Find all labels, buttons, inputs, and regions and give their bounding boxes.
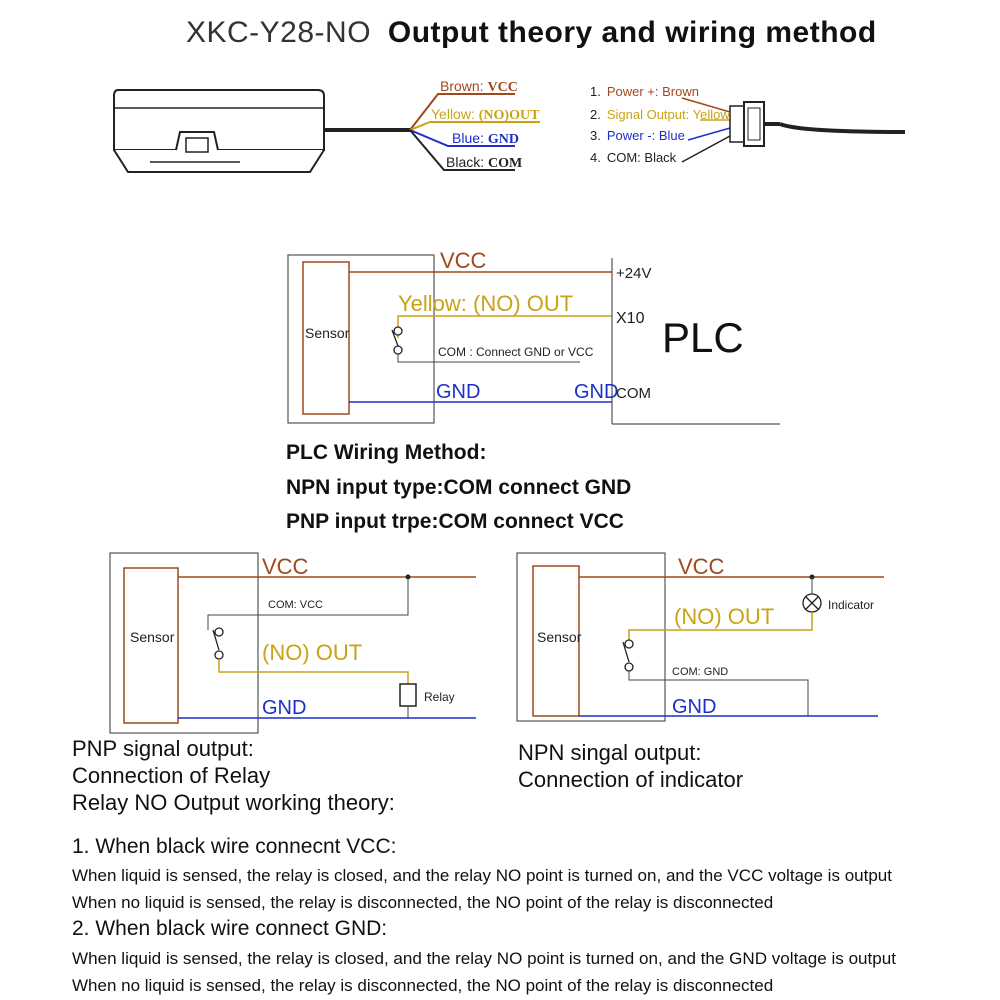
pnp-caption: PNP signal output: Connection of Relay R… — [72, 736, 395, 815]
pin-3: 3.Power -: Blue — [590, 128, 685, 143]
page-title: XKC-Y28-NO Output theory and wiring meth… — [186, 16, 877, 49]
cable-labels: Brown: VCC Yellow: (NO)OUT Blue: GND Bla… — [431, 78, 540, 171]
theory-section: 1. When black wire connecnt VCC: When li… — [72, 835, 896, 995]
pin-2: 2.Signal Output: Yellow — [590, 107, 730, 122]
pin-1: 1.Power +: Brown — [590, 84, 699, 99]
connector-pin-list: 1.Power +: Brown 2.Signal Output: Yellow… — [590, 84, 730, 165]
plc-note-2: NPN input type:COM connect GND — [286, 476, 631, 499]
cable-label-black: Black: COM — [446, 154, 522, 171]
theory-line-1a: When liquid is sensed, the relay is clos… — [72, 866, 892, 885]
relay-label: Relay — [424, 690, 455, 704]
npn-caption: NPN singal output: Connection of indicat… — [518, 740, 743, 792]
cable-label-blue: Blue: GND — [452, 130, 519, 147]
relay-vcc-label: VCC — [262, 554, 309, 579]
plc-note-1: PLC Wiring Method: — [286, 441, 486, 464]
indicator-sensor-label: Sensor — [537, 629, 582, 645]
plc-note-3: PNP input trpe:COM connect VCC — [286, 510, 624, 533]
plc-title: PLC — [662, 314, 744, 361]
relay-diagram: Sensor VCC COM: VCC (NO) OUT GND Relay — [109, 552, 476, 734]
plc-wiring-diagram: Sensor VCC Yellow: (NO) OUT COM : Connec… — [287, 248, 780, 425]
pnp-caption-2: Connection of Relay — [72, 763, 270, 788]
indicator-diagram: Sensor VCC (NO) OUT COM: GND GND Indicat… — [516, 552, 884, 722]
fanned-wires — [409, 93, 540, 171]
indicator-com-label: COM: GND — [672, 666, 728, 678]
title-text: Output theory and wiring method — [388, 16, 877, 49]
plc-vcc-label: VCC — [440, 248, 487, 273]
relay-sensor-label: Sensor — [130, 629, 175, 645]
relay-out-label: (NO) OUT — [262, 640, 362, 665]
sensor-body-drawing — [113, 89, 410, 173]
cable-label-yellow: Yellow: (NO)OUT — [431, 106, 540, 123]
plc-sensor-label: Sensor — [305, 325, 350, 341]
plc-yellow-label: Yellow: (NO) OUT — [398, 291, 573, 316]
indicator-gnd-label: GND — [672, 696, 716, 718]
theory-line-2a: When liquid is sensed, the relay is clos… — [72, 949, 896, 968]
relay-gnd-label: GND — [262, 697, 306, 719]
relay-com-label: COM: VCC — [268, 599, 323, 611]
pin-4: 4.COM: Black — [590, 150, 677, 165]
title-model: XKC-Y28-NO — [186, 16, 371, 49]
pnp-caption-3: Relay NO Output working theory: — [72, 790, 395, 815]
theory-heading-1: 1. When black wire connecnt VCC: — [72, 835, 396, 858]
plc-com-note: COM : Connect GND or VCC — [438, 345, 594, 359]
indicator-out-label: (NO) OUT — [674, 604, 774, 629]
theory-line-1b: When no liquid is sensed, the relay is d… — [72, 893, 773, 912]
cable-label-brown: Brown: VCC — [440, 78, 518, 95]
plc-24v-label: +24V — [616, 265, 651, 282]
plc-com-label: COM — [616, 385, 651, 402]
npn-caption-1: NPN singal output: — [518, 740, 701, 765]
theory-heading-2: 2. When black wire connect GND: — [72, 917, 387, 940]
pnp-caption-1: PNP signal output: — [72, 736, 254, 761]
indicator-vcc-label: VCC — [678, 554, 725, 579]
indicator-label: Indicator — [828, 598, 874, 612]
theory-line-2b: When no liquid is sensed, the relay is d… — [72, 976, 773, 995]
plc-gnd-left: GND — [436, 381, 480, 403]
plc-gnd-right: GND — [574, 381, 618, 403]
plc-notes: PLC Wiring Method: NPN input type:COM co… — [286, 441, 631, 533]
npn-caption-2: Connection of indicator — [518, 767, 743, 792]
connector-drawing — [681, 97, 906, 163]
plc-x10-label: X10 — [616, 310, 645, 327]
